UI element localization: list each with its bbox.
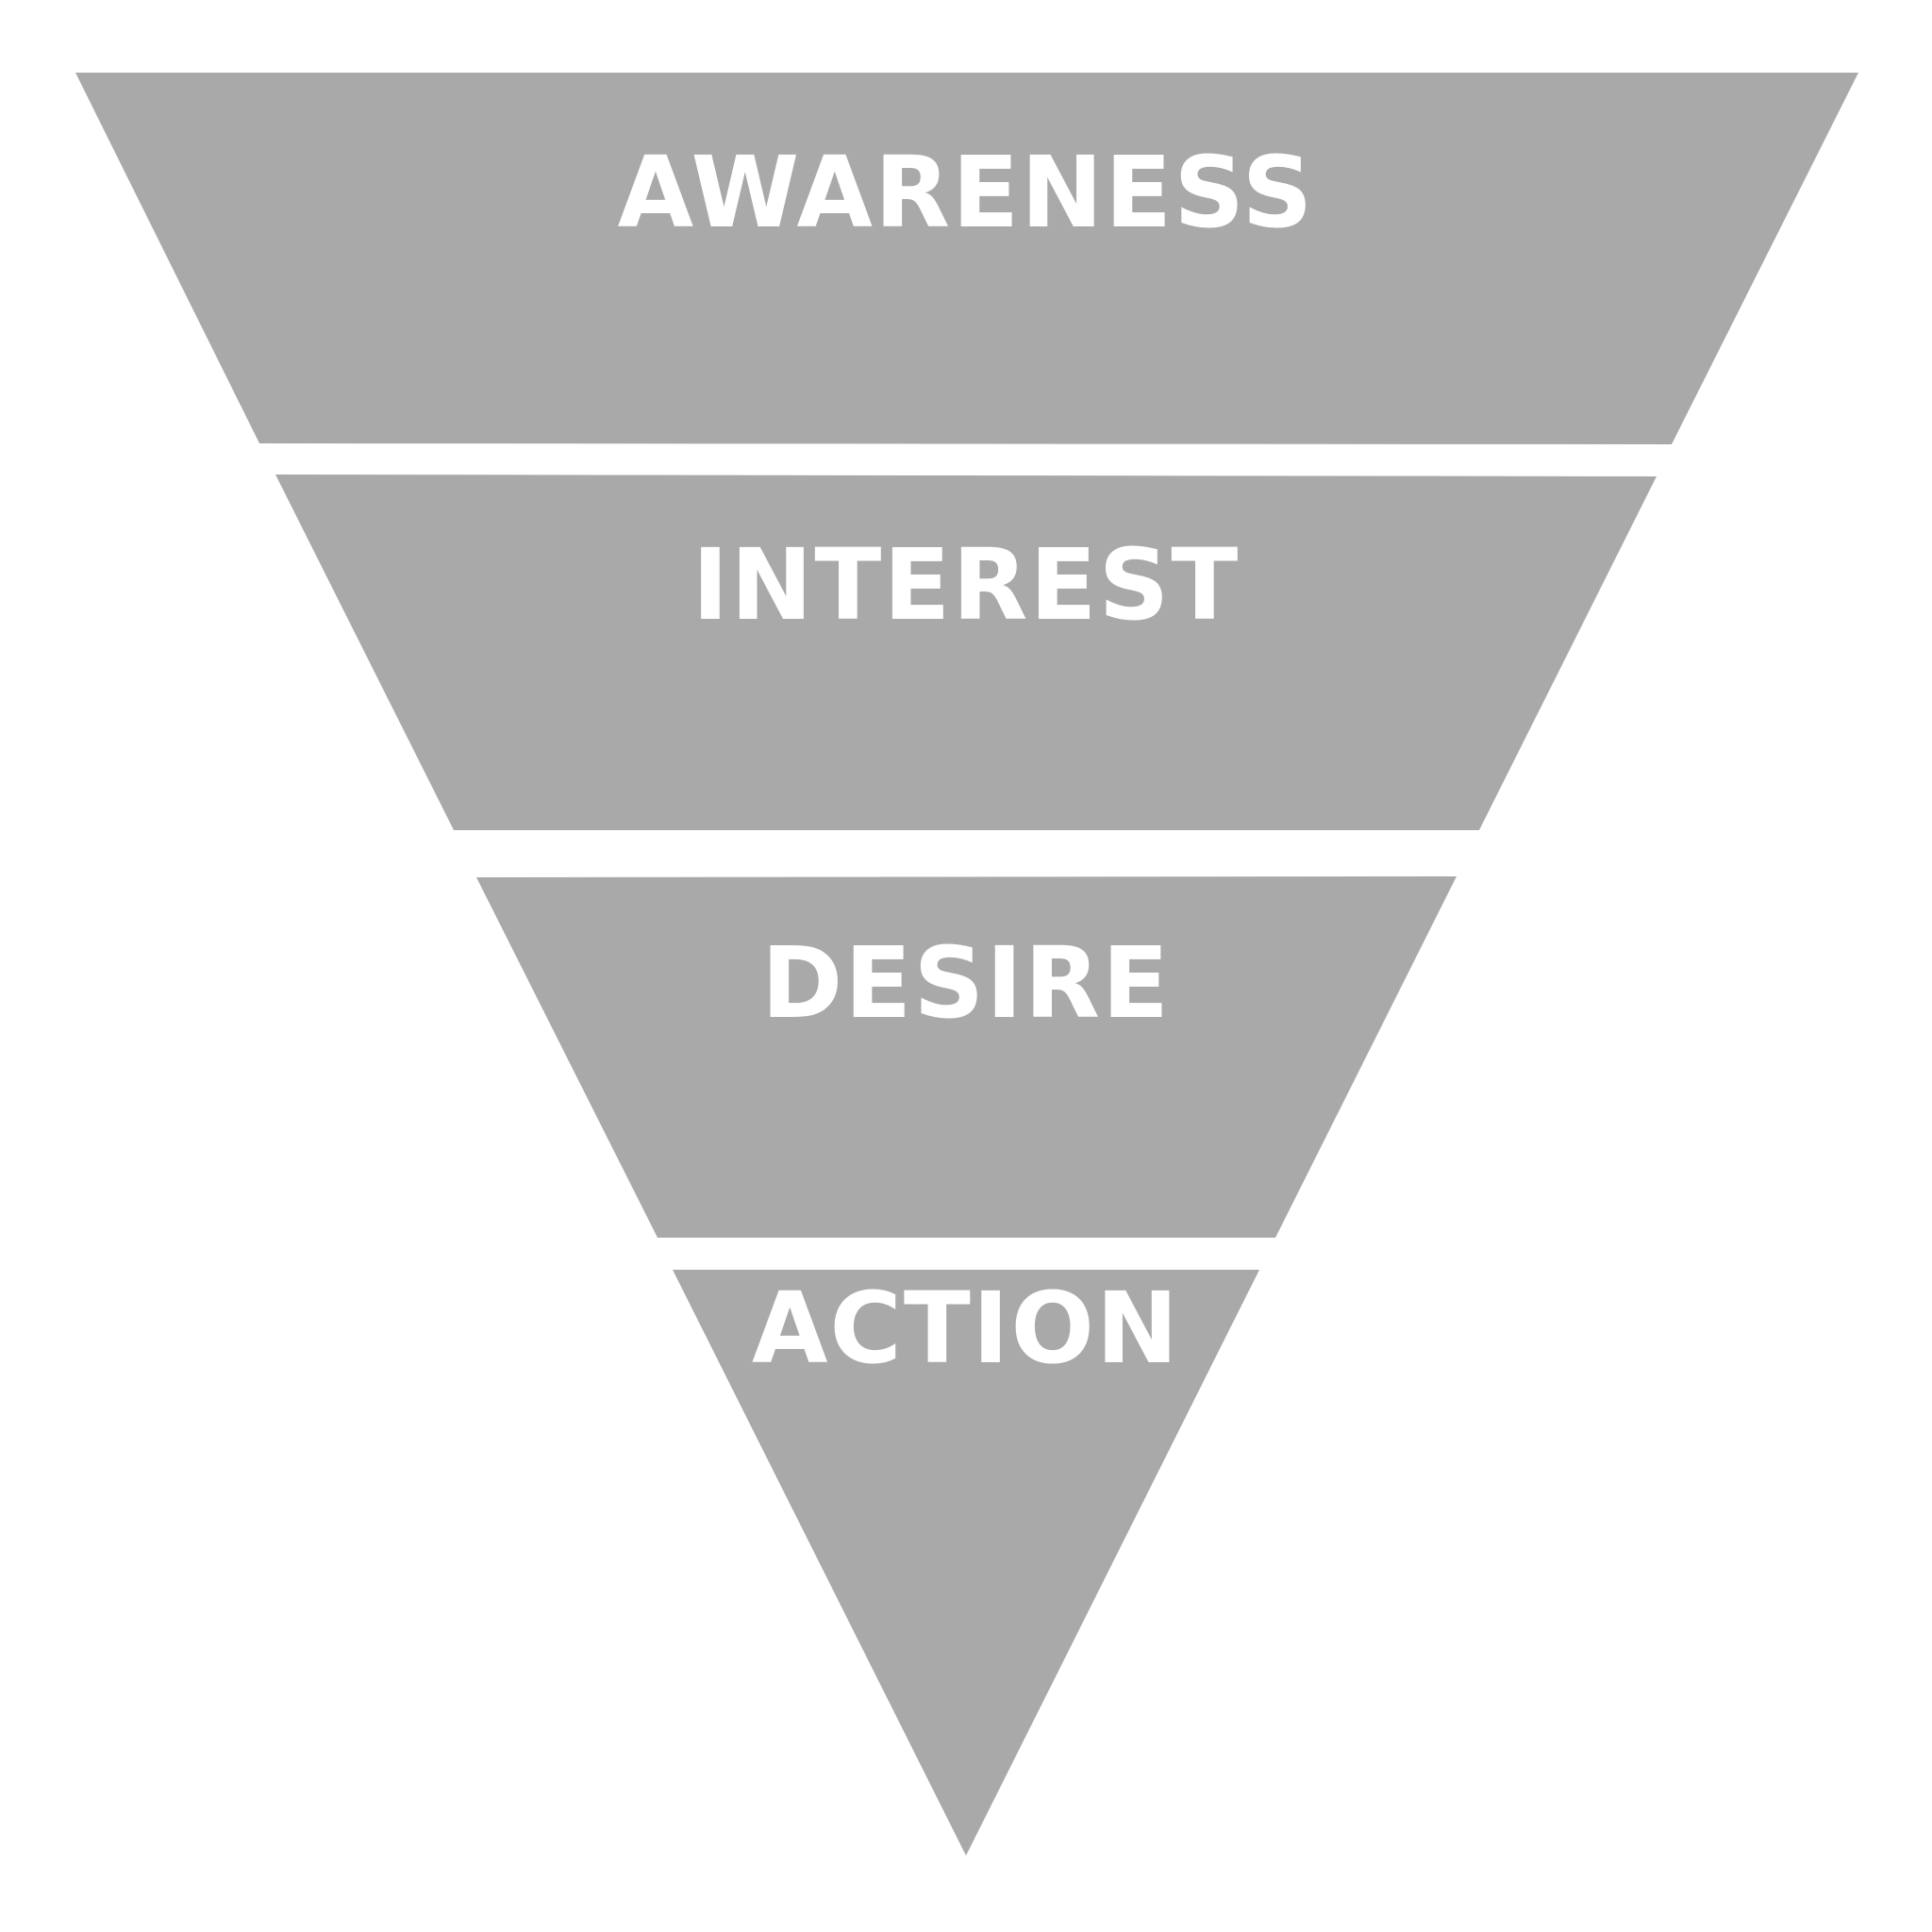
funnel-segment-desire <box>476 876 1457 1238</box>
funnel-stage-interest: INTEREST <box>275 475 1657 830</box>
stage-label-action: ACTION <box>752 1271 1180 1386</box>
stage-label-interest: INTEREST <box>692 527 1241 642</box>
funnel-stage-desire: DESIRE <box>476 876 1457 1238</box>
funnel-segment-awareness <box>75 73 1858 444</box>
funnel-segment-action <box>673 1270 1259 1856</box>
stage-label-desire: DESIRE <box>761 925 1171 1041</box>
stage-label-awareness: AWARENESS <box>618 135 1315 250</box>
funnel-stage-awareness: AWARENESS <box>75 73 1858 444</box>
funnel-segment-interest <box>275 475 1657 830</box>
funnel-stage-action: ACTION <box>673 1270 1259 1856</box>
